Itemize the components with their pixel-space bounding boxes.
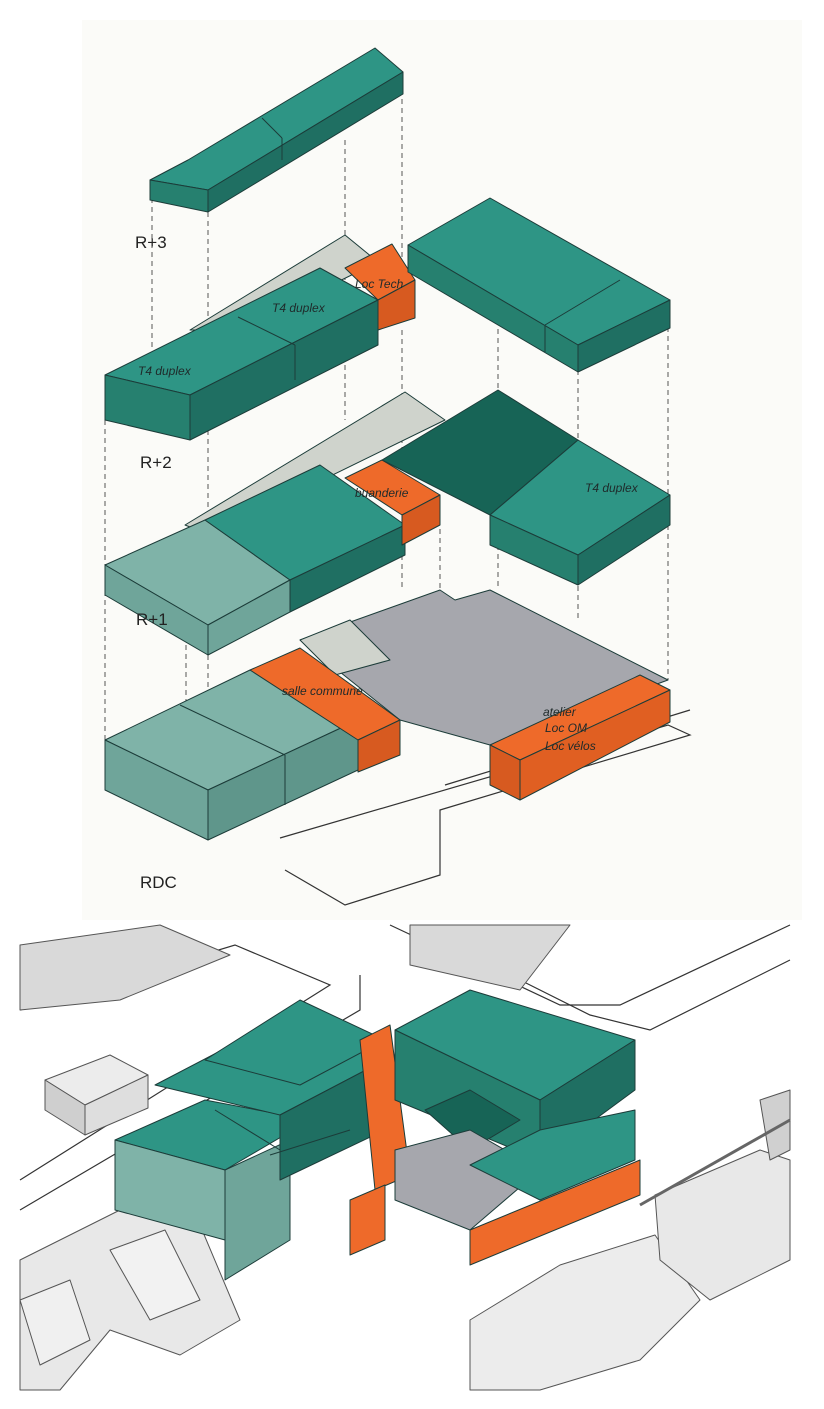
level-label-r2: R+2 <box>140 453 172 472</box>
label-t4-duplex-b: T4 duplex <box>138 364 192 378</box>
level-r3-volume <box>149 47 404 213</box>
level-label-r3: R+3 <box>135 233 167 252</box>
label-loc-om: Loc OM <box>545 721 587 735</box>
label-salle-commune: salle commune <box>282 684 363 698</box>
level-r2-volumes <box>104 197 671 441</box>
label-atelier: atelier <box>543 705 577 719</box>
level-label-r1: R+1 <box>136 610 168 629</box>
level-label-rdc: RDC <box>140 873 177 892</box>
context-view <box>19 924 791 1391</box>
label-buanderie: buanderie <box>355 486 409 500</box>
level-rdc-volumes <box>104 589 692 906</box>
label-t4-duplex-a: T4 duplex <box>272 301 326 315</box>
label-loc-velos: Loc vélos <box>545 739 596 753</box>
level-r1-volumes <box>104 389 671 656</box>
label-t4-duplex-c: T4 duplex <box>585 481 639 495</box>
label-loc-tech: Loc Tech <box>355 277 404 291</box>
